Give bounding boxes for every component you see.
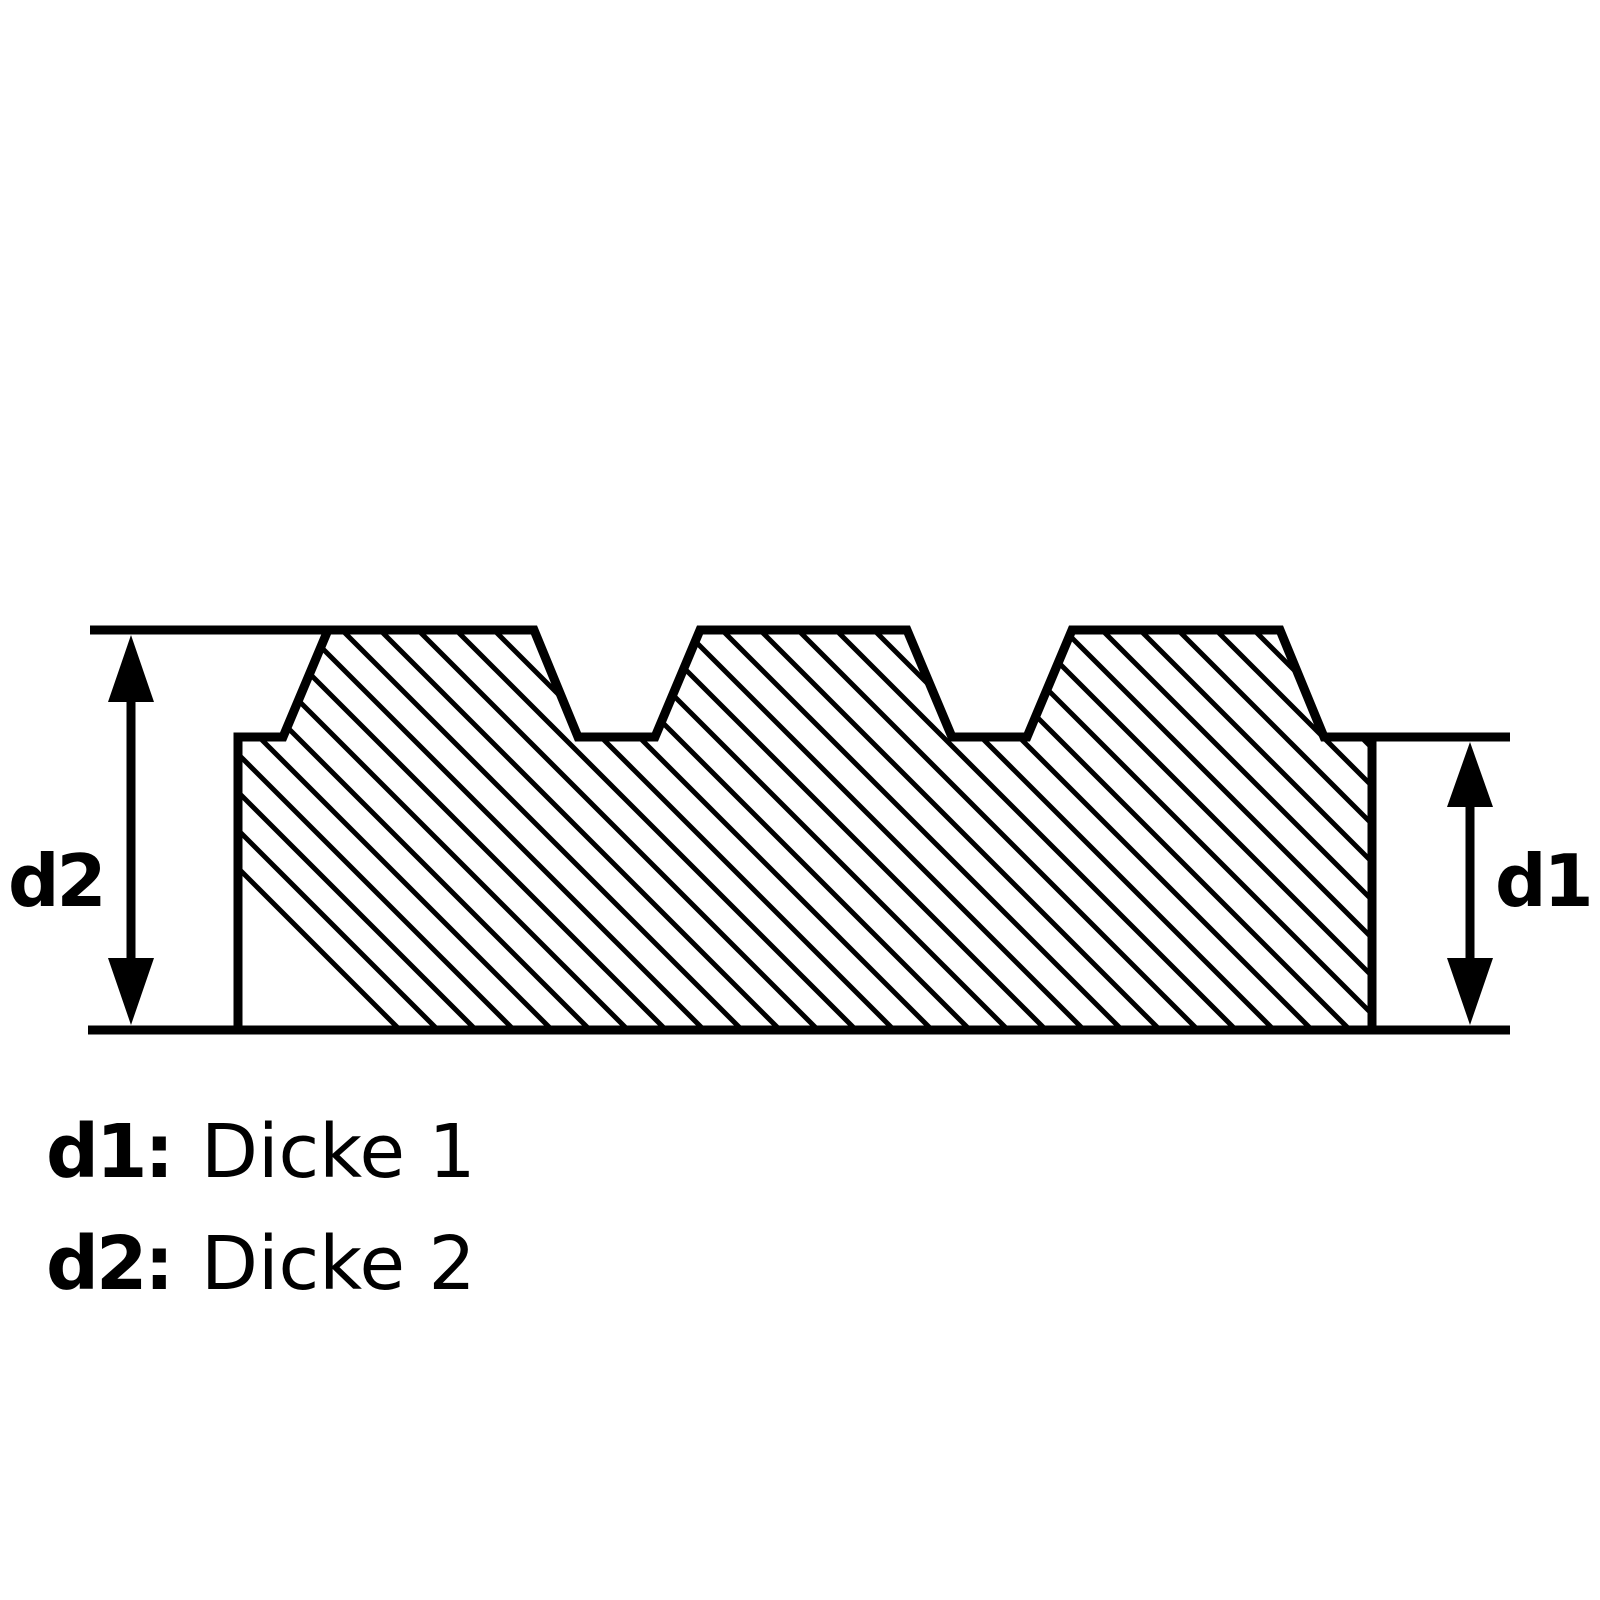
arrow-up-icon (1447, 742, 1493, 807)
legend-key: d1: (46, 1109, 174, 1195)
arrow-up-icon (108, 635, 154, 702)
arrow-down-icon (108, 958, 154, 1025)
d1-dimension-arrow (1447, 742, 1493, 1025)
d2-label: d2 (8, 839, 107, 923)
legend-item-d2: d2: Dicke 2 (46, 1227, 476, 1339)
legend-key: d2: (46, 1221, 174, 1307)
legend-value: Dicke 2 (201, 1221, 476, 1307)
legend-item-d1: d1: Dicke 1 (46, 1115, 476, 1227)
legend-value: Dicke 1 (201, 1109, 476, 1195)
legend: d1: Dicke 1 d2: Dicke 2 (46, 1115, 476, 1339)
hatch-pattern (238, 630, 1372, 1030)
d1-label: d1 (1495, 839, 1594, 923)
d2-dimension-arrow (108, 635, 154, 1025)
arrow-down-icon (1447, 958, 1493, 1025)
